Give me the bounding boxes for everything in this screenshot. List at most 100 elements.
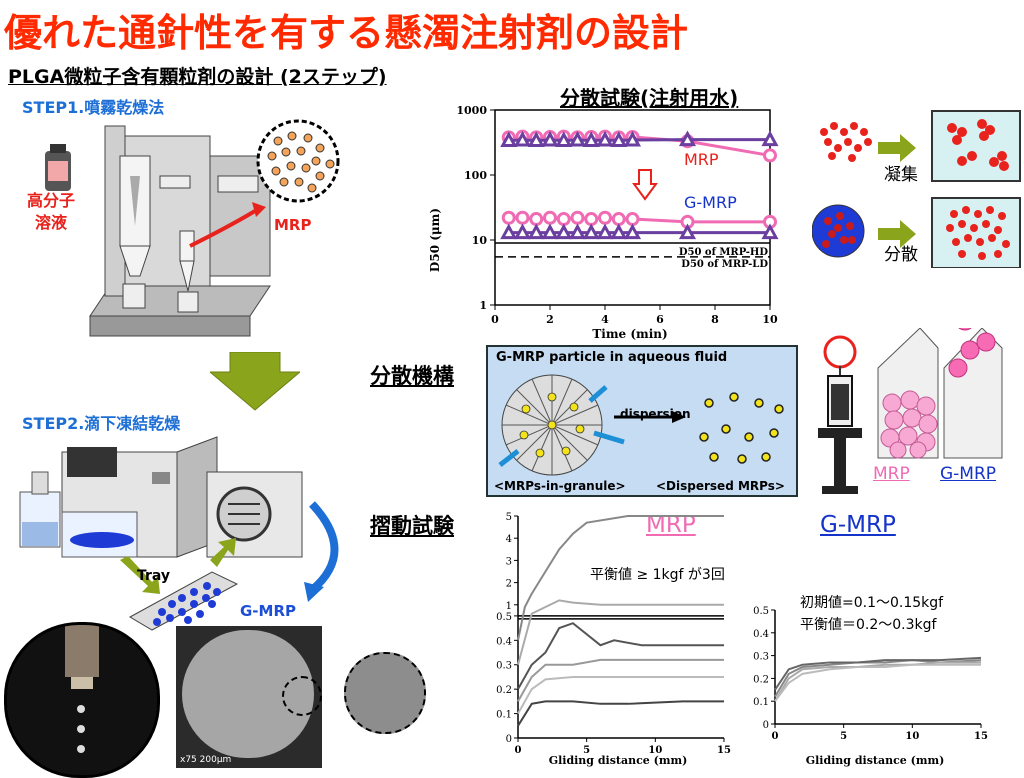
d50-point — [623, 130, 642, 147]
sliding-gmrp-note-2: 平衡値＝0.2〜0.3kgf — [800, 617, 937, 633]
d50-point — [610, 223, 628, 240]
slide-y-tick-label: 5 — [506, 512, 512, 523]
d50-plot-frame — [494, 109, 771, 306]
polymer-solution-label: 高分子 溶液 — [18, 190, 84, 234]
d50-reference-label: D50 of MRP-LD — [681, 259, 768, 270]
sem-zoom-marker — [282, 676, 322, 716]
d50-gmrp-label: G-MRP — [684, 193, 737, 212]
slide-y-tick-label: 0 — [763, 720, 769, 731]
d50-y-tick-label: 10 — [472, 234, 488, 247]
d50-point — [555, 131, 573, 147]
d50-x-tick-label: 6 — [656, 313, 664, 326]
slide-y-tick-label: 3 — [506, 556, 512, 567]
polymer-solution-line1: 高分子 — [26, 191, 75, 210]
d50-point — [513, 223, 532, 240]
dispersion-label: 分散 — [884, 245, 918, 265]
d50-point — [582, 131, 600, 147]
d50-point — [529, 212, 544, 227]
d50-point — [541, 223, 559, 240]
d50-point — [500, 131, 518, 147]
d50-point — [500, 223, 518, 240]
syringe-gmrp-label: G-MRP — [940, 464, 997, 484]
d50-point — [527, 131, 545, 147]
d50-y-axis-label: D50 (μm) — [428, 208, 442, 272]
mechanism-box: G-MRP particle in aqueous fluid dispersi… — [486, 345, 798, 497]
d50-point — [596, 223, 614, 240]
d50-point — [623, 223, 642, 240]
d50-y-tick-label: 1000 — [456, 104, 487, 117]
slide-series-line — [517, 599, 724, 665]
d50-point — [611, 212, 626, 227]
page-subtitle: PLGA微粒子含有顆粒剤の設計 (2ステップ) — [8, 66, 387, 88]
slide-y-tick-label: 2 — [506, 579, 512, 590]
d50-x-tick-label: 2 — [546, 313, 554, 326]
d50-point — [513, 130, 532, 147]
d50-x-tick-label: 8 — [711, 313, 719, 326]
sliding-gmrp-label: G-MRP — [820, 512, 896, 538]
slide-x-tick-label: 10 — [905, 731, 919, 742]
d50-point — [501, 210, 516, 225]
d50-point — [610, 131, 628, 147]
slide-x-tick-label: 5 — [840, 731, 847, 742]
d50-point — [541, 130, 559, 147]
d50-point — [568, 130, 587, 147]
syringe-mrp-label: MRP — [873, 464, 910, 484]
sliding-mrp-chart: Gliding distance (mm) 00.10.20.30.40.512… — [496, 512, 731, 767]
aggregation-dispersion-illustration — [812, 110, 1021, 268]
slide-x-tick-label: 10 — [648, 745, 662, 756]
d50-x-tick-label: 4 — [601, 313, 609, 326]
slide-series-line — [774, 663, 981, 702]
g-mrp-label: G-MRP — [240, 602, 297, 620]
slide-y-tick-label: 1 — [506, 601, 512, 612]
mechanism-left-caption: <MRPs-in-granule> — [494, 479, 626, 493]
down-arrow-icon — [210, 352, 300, 411]
d50-point — [555, 223, 573, 240]
d50-point — [625, 212, 640, 227]
slide-y-tick-label: 0.4 — [496, 636, 512, 647]
nozzle-photo — [4, 622, 160, 778]
aggregation-label: 凝集 — [884, 165, 918, 185]
d50-point — [678, 223, 697, 240]
freeze-dryer-illustration — [19, 436, 339, 631]
slide-x-tick-label: 0 — [515, 745, 522, 756]
d50-point — [570, 210, 585, 225]
slide-y-tick-label: 0.4 — [753, 629, 769, 640]
d50-y-tick-label: 1 — [479, 299, 487, 312]
sliding-gmrp-note-1: 初期値=0.1〜0.15kgf — [800, 595, 944, 611]
d50-y-tick-label: 100 — [464, 169, 487, 182]
syringe-illustration — [818, 328, 1003, 494]
d50-reference-label: D50 of MRP-HD — [679, 247, 768, 258]
sliding-test-title: 摺動試験 — [370, 514, 454, 538]
d50-point — [596, 130, 614, 147]
polymer-solution-line2: 溶液 — [34, 213, 67, 232]
d50-point — [515, 210, 530, 225]
step1-label: STEP1.噴霧乾燥法 — [22, 98, 165, 117]
slide-series-line — [517, 622, 724, 690]
slide-x-tick-label: 0 — [772, 731, 779, 742]
slide-series-line — [517, 700, 724, 727]
slide-y-tick-label: 0.2 — [496, 685, 512, 696]
d50-x-tick-label: 0 — [491, 313, 499, 326]
sem-zoom-circle — [344, 652, 426, 734]
slide-x-tick-label: 15 — [974, 731, 988, 742]
slide-y-tick-label: 0.2 — [753, 674, 769, 685]
slide-series-line — [517, 515, 724, 641]
slide-y-tick-label: 0 — [506, 734, 512, 745]
tray-label: Tray — [137, 568, 171, 584]
slide-y-tick-label: 0.1 — [753, 697, 769, 708]
slide-series-line — [517, 658, 724, 702]
page-title: 優れた通針性を有する懸濁注射剤の設計 — [4, 11, 689, 55]
slide-x-tick-label: 15 — [717, 745, 731, 756]
dispersion-test-title: 分散試験(注射用水) — [560, 86, 739, 110]
spray-dryer-illustration — [45, 119, 340, 337]
mechanism-title: 分散機構 — [370, 364, 454, 388]
slide-y-tick-label: 0.3 — [496, 661, 512, 672]
mechanism-heading: G-MRP particle in aqueous fluid — [496, 350, 728, 365]
d50-point — [761, 223, 779, 240]
d50-point — [584, 212, 599, 227]
mrp-label: MRP — [274, 216, 312, 234]
d50-mrp-label: MRP — [684, 150, 719, 169]
slide-series-line — [517, 675, 724, 715]
